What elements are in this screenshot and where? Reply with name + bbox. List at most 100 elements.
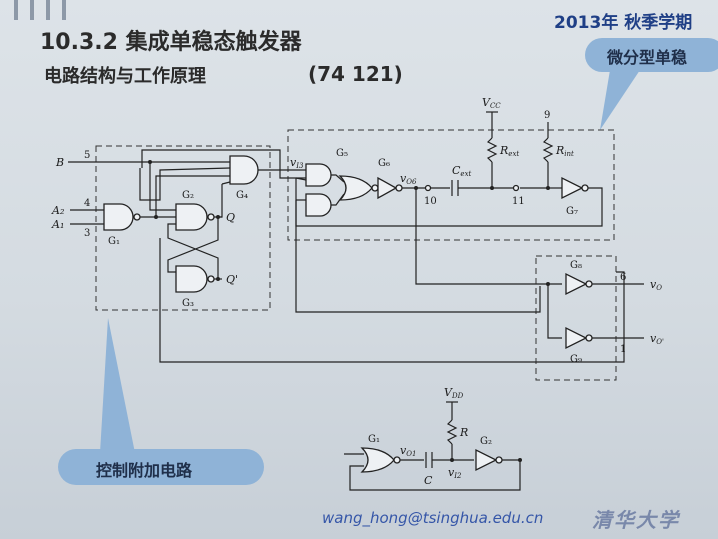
junction [154,215,158,219]
pin-1-label: 1 [620,344,626,355]
wire-top-loop [141,149,306,179]
wire-q-to-g4b [221,181,231,185]
callout-bottom-text: 控制附加电路 [96,461,193,480]
decor-bar [14,0,18,20]
gate-g3 [175,265,208,293]
pin-4-label: 4 [84,198,90,209]
inset-resistor-r [446,419,458,445]
gate-g7 [561,176,584,200]
decor-bar [30,0,34,20]
wire-g7-feedback [295,187,603,227]
gate-g1-bubble [133,213,141,221]
gate-g9-bubble [585,334,593,342]
label-vo: vO [650,278,662,292]
decor-bar [62,0,66,20]
wire-feedback-g4 [139,167,231,201]
pin-11-label: 11 [512,196,525,207]
university-logo: 清华大学 [592,508,680,532]
label-a2: A₂ [51,204,64,217]
gate-g6 [377,176,398,200]
gate-g7-bubble [581,184,589,192]
wire-rint-down [520,162,549,189]
monostable-box [287,129,615,241]
gate-g5-and2 [305,193,332,217]
gate-g5-bubble [371,184,379,192]
inset-label-vo1: vO1 [400,444,416,458]
gate-g8 [565,272,588,296]
slide-title: 10.3.2 集成单稳态触发器 [40,30,302,55]
label-g3: G₃ [182,298,194,309]
gate-g1 [103,203,134,231]
wire-cross-2 [167,223,219,279]
label-g9: G₉ [570,354,582,365]
inset-gate-g1-bubble [393,456,401,464]
slide-subtitle: 电路结构与工作原理 [44,66,206,87]
pin-10-label: 10 [424,196,437,207]
inset-gate-g2 [475,448,498,472]
label-vo-n: vO' [650,332,664,346]
gate-g4 [229,155,259,185]
gate-g8-bubble [585,280,593,288]
gate-g3-bubble [207,275,215,283]
wire-and1-or [331,174,345,183]
inset-label-c: C [424,474,433,487]
callout-bottom-pointer [100,318,135,453]
pin-6-label: 6 [620,272,626,283]
junction [450,458,454,462]
label-g8: G₈ [570,260,582,271]
wire-vo6-to-g8 [415,188,562,285]
label-g7: G₇ [566,206,578,217]
gate-g5-nor [338,175,373,201]
inset-label-g1: G₁ [368,434,380,445]
wire-cross-1 [167,217,219,273]
label-rint: Rint [555,144,574,158]
inset-label-r: R [459,426,468,439]
pin-9-label: 9 [544,110,550,121]
label-vo6: vO6 [400,172,417,186]
wire-lower-loop-1 [295,178,541,313]
gate-g6-bubble [395,184,403,192]
wire-g1-to-g4 [155,175,230,217]
resistor-rint [542,137,554,163]
junction [216,277,220,281]
callout-bubble-top [585,38,718,72]
wire-q-to-g4 [218,184,223,218]
label-qn: Q' [226,273,238,286]
gate-g2 [175,203,208,231]
pin-5-label: 5 [84,150,90,161]
inset-gate-g2-bubble [495,456,503,464]
label-g2: G₂ [182,190,194,201]
gate-g9 [565,326,588,350]
label-vcc: VCC [482,96,501,110]
callout-bubble-bottom [58,449,264,485]
label-a1: A₁ [51,218,64,231]
label-g5: G₅ [336,148,348,159]
junction [490,186,494,190]
callout-top-pointer [600,70,640,130]
email-address: wang_hong@tsinghua.edu.cn [322,509,544,527]
label-g6: G₆ [378,158,390,169]
label-b: B [55,156,64,169]
junction [546,282,550,286]
label-vi3: vI3 [290,156,304,170]
pin-10 [424,184,432,192]
wire-and2-or [331,193,345,206]
junction [148,160,152,164]
label-rext: Rext [499,144,519,158]
decor-bar [46,0,50,20]
wire-lower-loop-2 [159,238,625,363]
chip-number: (74 121) [308,62,403,86]
control-circuit-box [95,145,271,311]
wire-b-to-g2 [149,162,176,211]
inset-gate-g1 [360,447,395,473]
semester-label: 2013年 秋季学期 [554,13,693,33]
label-cext: Cext [452,164,472,178]
label-q: Q [226,211,235,224]
label-g4: G₄ [236,190,248,201]
pin-11 [512,184,520,192]
wire-to-g9 [547,284,562,339]
inset-label-g2: G₂ [480,436,492,447]
inset-wire-feedback [349,459,521,491]
output-buffer-box [535,255,617,381]
